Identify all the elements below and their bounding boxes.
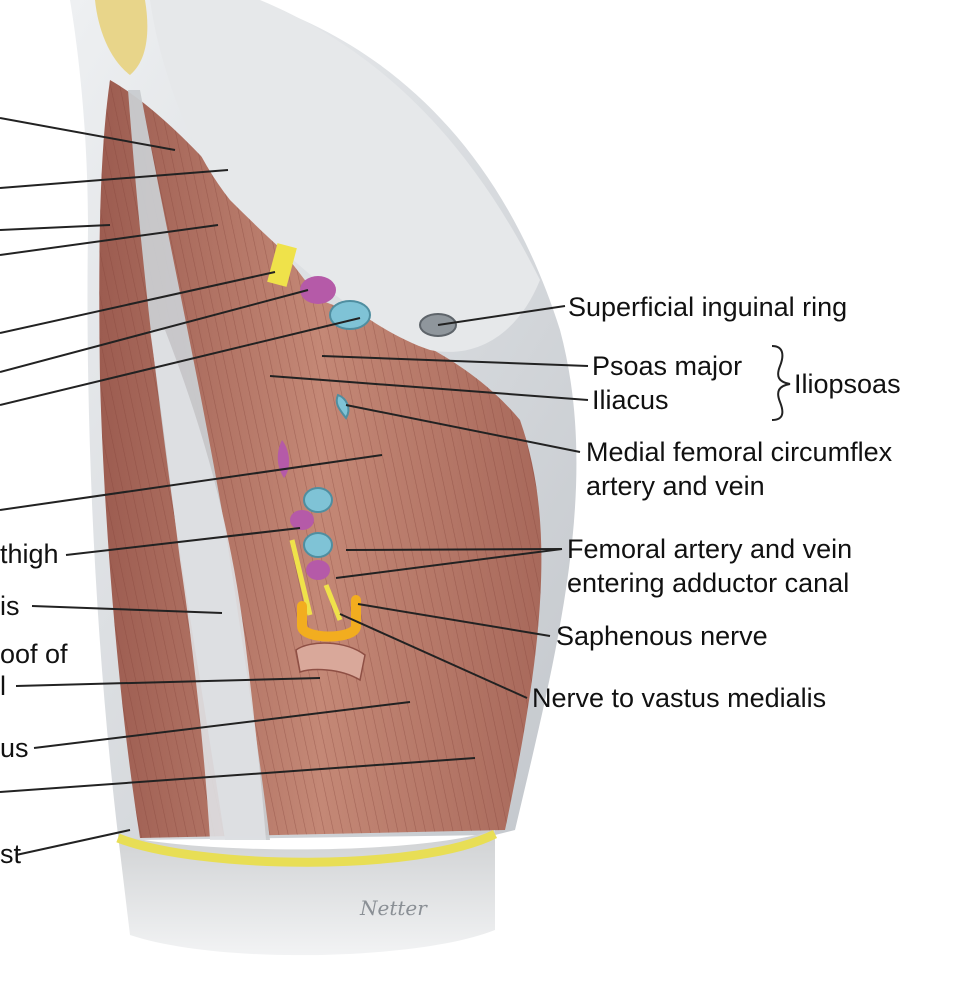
leader-left-6 bbox=[0, 289, 309, 373]
leader-left-9 bbox=[0, 757, 476, 793]
canal-vein-1 bbox=[303, 487, 333, 513]
label-cut-l: l bbox=[0, 671, 6, 701]
label-cut-is: is bbox=[0, 591, 20, 621]
label-iliacus: Iliacus bbox=[592, 385, 669, 415]
leader-st bbox=[15, 829, 131, 856]
leader-thigh bbox=[65, 527, 301, 556]
leader-l bbox=[15, 677, 321, 687]
label-saphenous-nerve: Saphenous nerve bbox=[556, 621, 768, 651]
label-cut-st: st bbox=[0, 839, 22, 869]
leader-inguinal bbox=[437, 305, 566, 326]
label-psoas-major: Psoas major bbox=[592, 351, 743, 381]
leader-left-7 bbox=[0, 317, 361, 406]
artist-signature: Netter bbox=[359, 896, 428, 920]
leader-saphenous bbox=[357, 603, 551, 637]
leader-left-5 bbox=[0, 271, 276, 334]
iliopsoas-brace bbox=[771, 345, 791, 421]
femoral-nerve-shape bbox=[267, 243, 297, 287]
leader-circumflex bbox=[345, 404, 581, 453]
canal-roof-cut bbox=[295, 642, 366, 682]
leader-psoas bbox=[321, 355, 589, 367]
leader-left-4 bbox=[0, 224, 219, 256]
cuff-fat-line bbox=[116, 829, 498, 867]
label-medial-femoral-circumflex-line1: Medial femoral circumflex bbox=[586, 437, 893, 467]
label-medial-femoral-circumflex: Medial femoral circumflex artery and vei… bbox=[586, 435, 892, 503]
label-cut-roof-of: oof of bbox=[0, 639, 68, 669]
leader-left-2 bbox=[0, 169, 229, 189]
label-femoral-artery-vein-line1: Femoral artery and vein bbox=[567, 534, 853, 564]
canal-artery-1 bbox=[290, 510, 314, 530]
label-cut-us: us bbox=[0, 733, 29, 763]
vastus-nerve-line bbox=[323, 584, 343, 621]
leader-left-8 bbox=[0, 454, 383, 511]
leader-iliacus bbox=[269, 375, 589, 401]
circumflex-vessel-shape bbox=[335, 393, 350, 420]
leader-is bbox=[31, 605, 223, 614]
highlight-bracket bbox=[297, 595, 361, 642]
leader-left-3 bbox=[0, 224, 111, 231]
leader-lines bbox=[0, 117, 791, 856]
leader-vastus bbox=[339, 613, 528, 699]
canal-vein-2 bbox=[303, 532, 333, 558]
label-superficial-inguinal-ring: Superficial inguinal ring bbox=[568, 292, 848, 322]
fascia-band-center bbox=[150, 330, 266, 840]
label-medial-femoral-circumflex-line2: artery and vein bbox=[586, 471, 765, 501]
iliac-crest-patch bbox=[95, 0, 148, 75]
femoral-artery-upper bbox=[300, 276, 336, 304]
leader-femoral-2 bbox=[335, 548, 563, 579]
label-femoral-artery-vein-line2: entering adductor canal bbox=[567, 568, 850, 598]
leader-femoral-1 bbox=[345, 548, 563, 551]
label-iliopsoas: Iliopsoas bbox=[794, 369, 901, 399]
leader-us bbox=[33, 701, 411, 749]
label-nerve-to-vastus-medialis: Nerve to vastus medialis bbox=[532, 683, 827, 713]
label-femoral-artery-vein: Femoral artery and vein entering adducto… bbox=[567, 532, 852, 600]
leader-left-1 bbox=[0, 117, 176, 151]
label-cut-thigh: thigh bbox=[0, 539, 59, 569]
upper-fascia bbox=[150, 0, 540, 352]
saphenous-nerve-line bbox=[289, 539, 313, 616]
canal-artery-2 bbox=[306, 560, 330, 580]
